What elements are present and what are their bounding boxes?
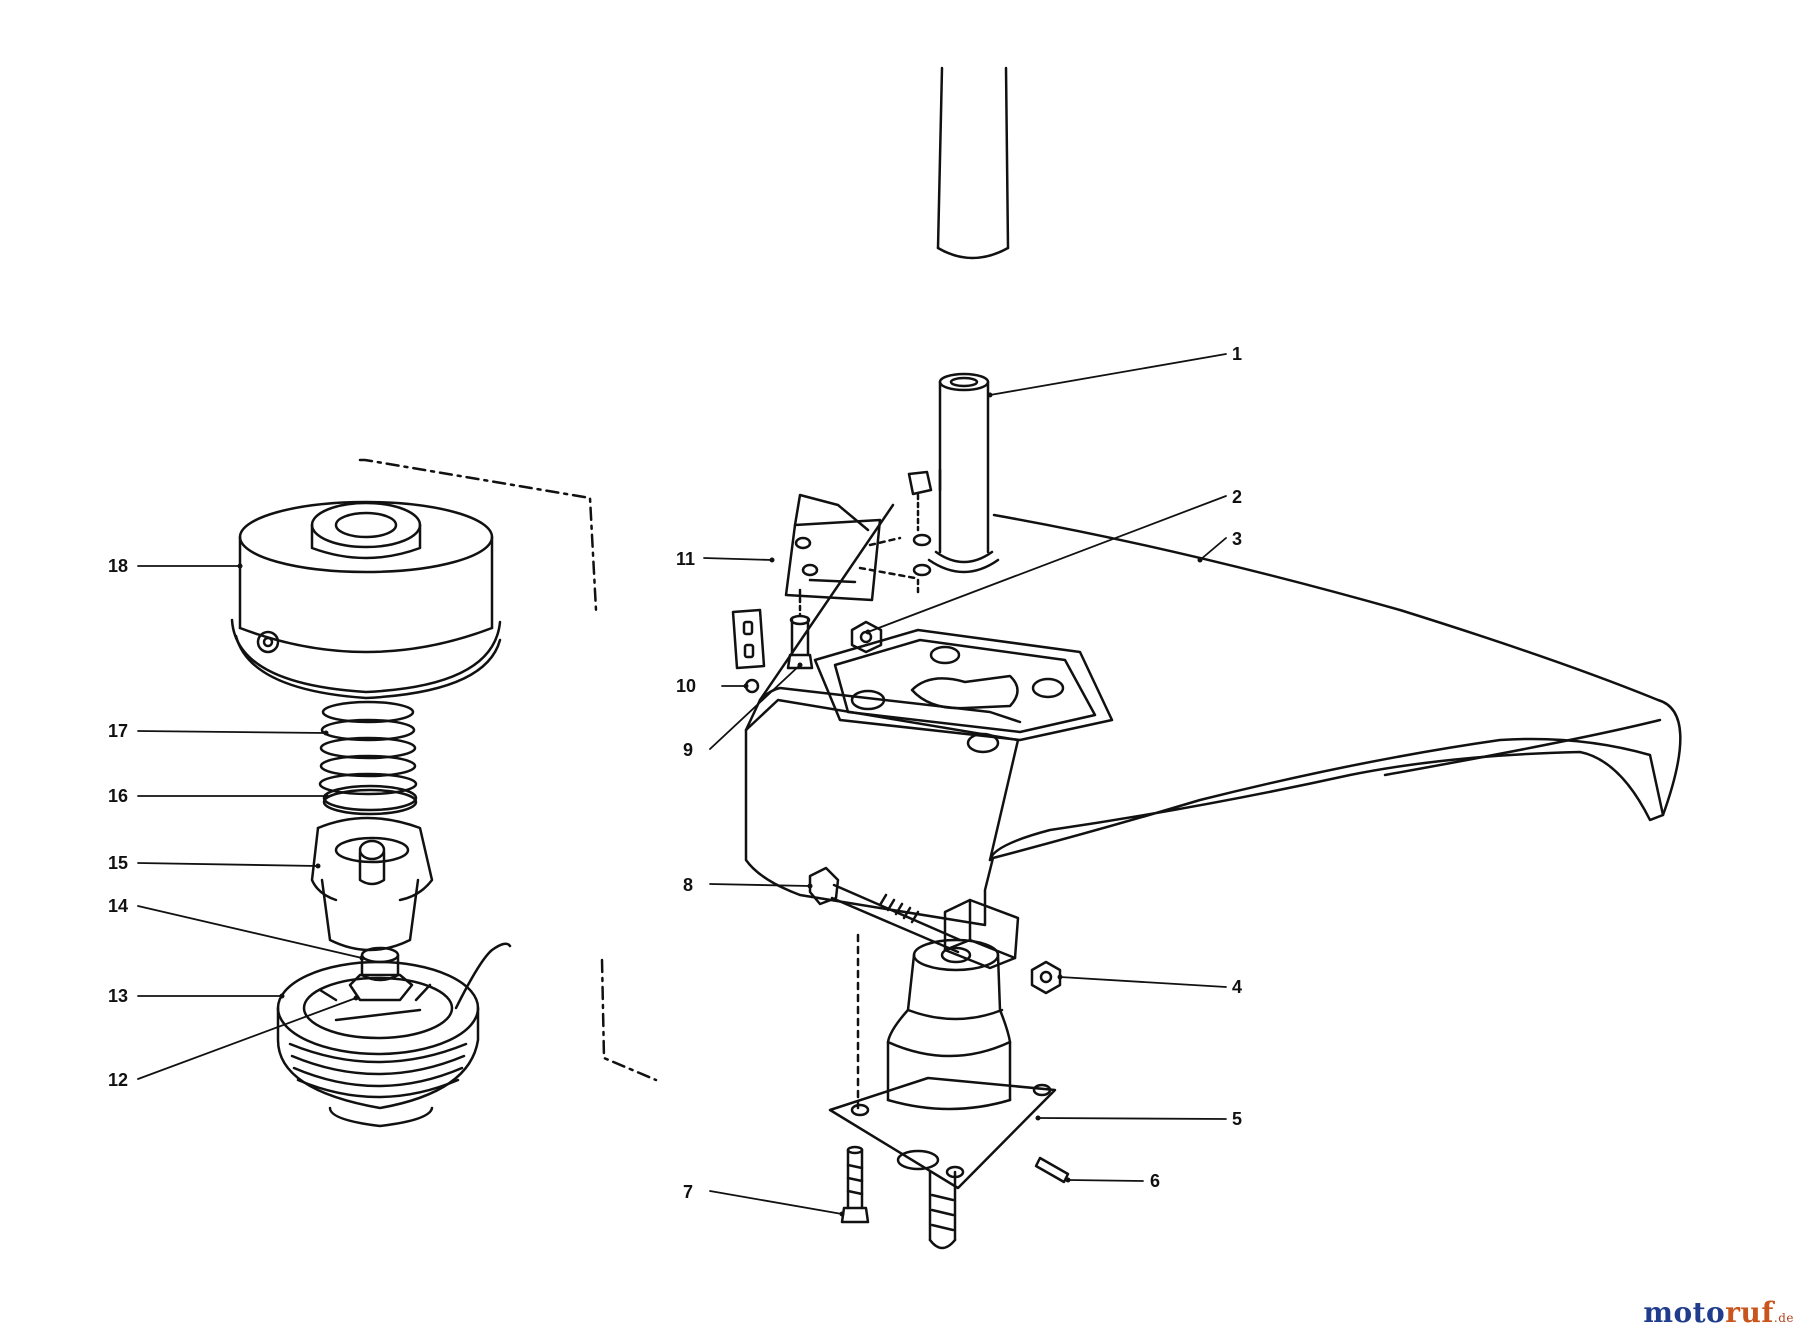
callout-13: 13 [108,986,128,1006]
callout-5: 5 [1232,1109,1242,1129]
callout-2: 2 [1232,487,1242,507]
top-bolt [907,470,933,532]
watermark-logo: motoruf.de [1643,1296,1794,1329]
washer [322,784,418,816]
callout-3: 3 [1232,529,1242,549]
watermark-part-a: moto [1643,1296,1726,1329]
leader-lines [137,353,1227,1215]
nut-2 [850,620,883,654]
leader-dots [237,392,1203,1217]
callout-1: 1 [1232,344,1242,364]
gear-head [828,933,1057,1250]
callout-12: 12 [108,1070,128,1090]
watermark-part-b: ruf [1725,1296,1774,1329]
clamp-block [943,898,1020,970]
callout-7: 7 [683,1182,693,1202]
trimmer-spool [276,942,512,1128]
callout-10: 10 [676,676,696,696]
pin-6 [1034,1156,1070,1184]
callout-16: 16 [108,786,128,806]
nut-4 [1030,960,1062,995]
bolt-9 [786,588,814,670]
callout-18: 18 [108,556,128,576]
callout-6: 6 [1150,1171,1160,1191]
retainer-clip [731,608,766,694]
callout-labels: 1 2 3 4 5 6 7 8 9 10 11 12 13 14 15 16 1… [108,344,1242,1202]
callout-4: 4 [1232,977,1242,997]
clamp-bolt [808,866,962,954]
callout-14: 14 [108,896,128,916]
drive-shaft-upper [936,66,1010,260]
alignment-guide [358,458,658,1082]
grass-shield [744,503,1682,927]
shaft-tube [927,372,1000,574]
bolt-7 [840,1145,870,1224]
spool-cover [230,500,502,700]
spool-hub [310,816,434,952]
callout-11: 11 [676,549,695,569]
callout-9: 9 [683,740,693,760]
callout-15: 15 [108,853,128,873]
callout-8: 8 [683,875,693,895]
mount-bracket [784,493,917,602]
spring [318,700,418,796]
callout-17: 17 [108,721,128,741]
watermark-suffix: .de [1773,1311,1794,1325]
